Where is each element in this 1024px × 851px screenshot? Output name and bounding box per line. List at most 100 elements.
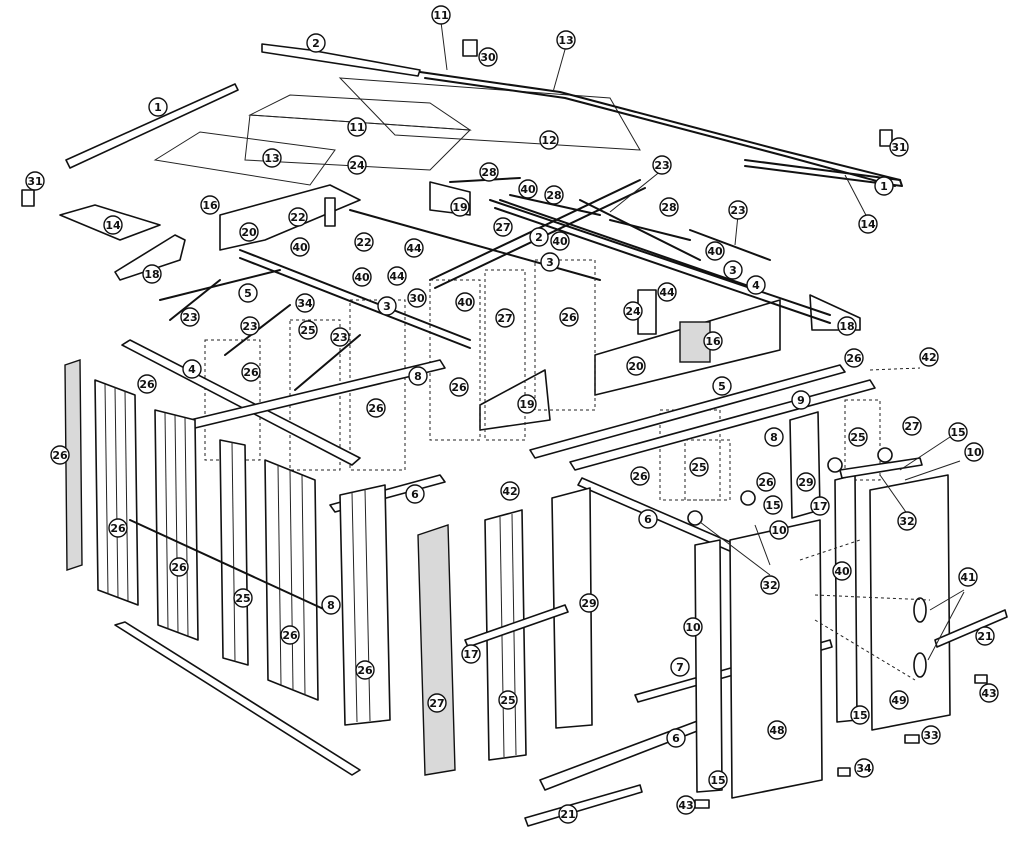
- callout-label: 22: [290, 211, 305, 224]
- callout-label: 6: [411, 488, 419, 501]
- callout-label: 48: [769, 724, 784, 737]
- callout-label: 9: [797, 394, 805, 407]
- callout-6: 6: [638, 509, 658, 529]
- callout-8: 8: [408, 366, 428, 386]
- brace-23-e: [689, 229, 771, 261]
- callout-26: 26: [449, 377, 469, 397]
- callout-label: 18: [144, 268, 159, 281]
- callout-label: 29: [798, 476, 813, 489]
- callout-13: 13: [262, 148, 282, 168]
- callout-label: 3: [546, 256, 554, 269]
- callout-label: 40: [552, 235, 568, 248]
- callout-20: 20: [239, 222, 259, 242]
- callout-label: 42: [502, 485, 517, 498]
- callout-label: 40: [292, 241, 308, 254]
- callout-label: 16: [202, 199, 218, 212]
- callout-26: 26: [844, 348, 864, 368]
- callout-19: 19: [450, 197, 470, 217]
- bracket-43-b: [974, 674, 988, 684]
- callout-23: 23: [180, 307, 200, 327]
- callout-label: 25: [235, 592, 250, 605]
- callout-label: 8: [327, 599, 335, 612]
- callout-label: 26: [758, 476, 774, 489]
- callout-label: 5: [718, 380, 726, 393]
- callout-40: 40: [352, 267, 372, 287]
- callout-label: 12: [541, 134, 556, 147]
- callout-40: 40: [550, 231, 570, 251]
- callout-32: 32: [897, 511, 917, 531]
- roller-32-c: [827, 457, 843, 473]
- callout-label: 23: [654, 159, 669, 172]
- callout-10: 10: [964, 442, 984, 462]
- callout-label: 28: [546, 189, 561, 202]
- roof-trim-1-left: [65, 83, 239, 169]
- callout-label: 27: [429, 697, 444, 710]
- side-panel-25-a: [684, 439, 731, 501]
- rear-panel-26-a: [204, 339, 261, 461]
- callout-26: 26: [355, 660, 375, 680]
- callout-22: 22: [288, 207, 308, 227]
- callout-20: 20: [626, 356, 646, 376]
- callout-30: 30: [407, 288, 427, 308]
- callout-label: 18: [839, 320, 854, 333]
- callout-label: 44: [659, 286, 675, 299]
- callout-label: 40: [707, 245, 723, 258]
- callout-24: 24: [347, 155, 367, 175]
- callout-label: 32: [762, 579, 777, 592]
- callout-label: 23: [182, 311, 197, 324]
- callout-18: 18: [142, 264, 162, 284]
- callout-25: 25: [498, 690, 518, 710]
- top-track-15: [839, 457, 923, 479]
- callout-label: 3: [729, 264, 737, 277]
- callout-29: 29: [796, 472, 816, 492]
- callout-label: 30: [480, 51, 496, 64]
- callout-label: 20: [628, 360, 644, 373]
- callout-25: 25: [848, 427, 868, 447]
- callout-28: 28: [479, 162, 499, 182]
- callout-label: 31: [27, 175, 42, 188]
- callout-1: 1: [874, 176, 894, 196]
- callout-25: 25: [233, 588, 253, 608]
- purlin-3-c: [499, 199, 761, 291]
- callout-28: 28: [659, 197, 679, 217]
- callout-26: 26: [108, 518, 128, 538]
- callout-label: 1: [154, 101, 162, 114]
- track-21-front: [524, 784, 643, 827]
- callout-label: 21: [560, 808, 575, 821]
- callout-17: 17: [461, 644, 481, 664]
- callout-label: 10: [685, 621, 701, 634]
- callout-label: 13: [264, 152, 279, 165]
- callout-label: 17: [463, 648, 478, 661]
- callout-44: 44: [387, 266, 407, 286]
- callout-15: 15: [948, 422, 968, 442]
- callout-6: 6: [666, 728, 686, 748]
- callout-31: 31: [889, 137, 909, 157]
- callout-label: 26: [368, 402, 384, 415]
- callout-22: 22: [354, 232, 374, 252]
- callout-label: 22: [356, 236, 371, 249]
- callout-25: 25: [298, 320, 318, 340]
- callout-label: 11: [433, 9, 448, 22]
- callout-12: 12: [539, 130, 559, 150]
- purlin-3-a: [239, 249, 471, 341]
- purlin-3-a2: [239, 257, 471, 349]
- callout-label: 10: [966, 446, 982, 459]
- callout-27: 27: [495, 308, 515, 328]
- callout-43: 43: [676, 795, 696, 815]
- callout-label: 19: [519, 398, 534, 411]
- callout-27: 27: [427, 693, 447, 713]
- callout-label: 26: [846, 352, 862, 365]
- rail-17-front: [464, 604, 569, 648]
- callout-label: 25: [500, 694, 515, 707]
- handle-41-a: [913, 597, 927, 623]
- callout-label: 24: [349, 159, 365, 172]
- callout-16: 16: [200, 195, 220, 215]
- callout-42: 42: [919, 347, 939, 367]
- callout-label: 26: [243, 366, 259, 379]
- callout-label: 26: [632, 470, 648, 483]
- callout-41: 41: [958, 567, 978, 587]
- callout-4: 4: [182, 359, 202, 379]
- callout-label: 17: [812, 500, 827, 513]
